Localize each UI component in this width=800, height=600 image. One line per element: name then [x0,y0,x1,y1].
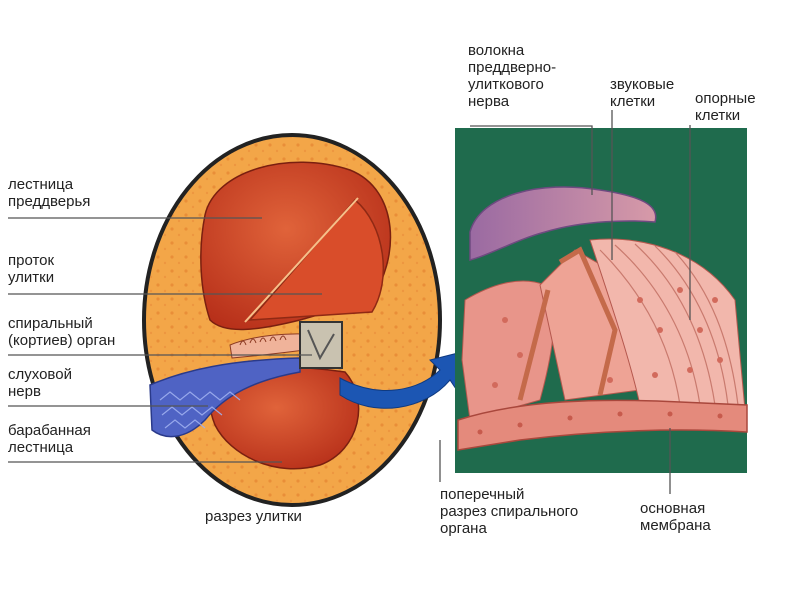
label-support-cells: опорные клетки [695,90,756,124]
zoom-box [300,322,342,368]
label-cochlear-duct: проток улитки [8,252,54,286]
label-cochlea-section: разрез улитки [205,508,302,525]
label-organ-of-corti: спиральный (кортиев) орган [8,315,115,349]
label-nerve-fibers: волокна преддверно- улиткового нерва [468,42,556,110]
cochlea-section-drawing [144,135,440,505]
label-sound-cells: звуковые клетки [610,76,674,110]
label-cross-section: поперечный разрез спирального органа [440,486,578,537]
label-scala-vestibuli: лестница преддверья [8,176,90,210]
organ-of-corti-panel [455,128,747,473]
label-scala-tympani: барабанная лестница [8,422,91,456]
label-auditory-nerve: слуховой нерв [8,366,72,400]
label-basilar-membrane: основная мембрана [640,500,711,534]
support-tissue-left [462,281,554,420]
